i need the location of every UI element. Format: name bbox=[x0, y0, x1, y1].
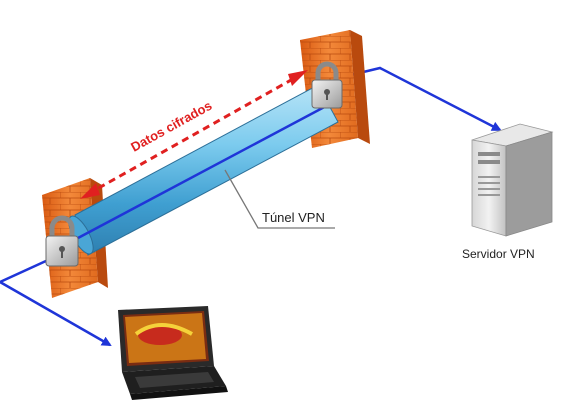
arrowhead-left-icon bbox=[80, 183, 100, 199]
server-icon bbox=[471, 123, 554, 237]
tunnel-label: Túnel VPN bbox=[262, 210, 325, 225]
padlock-right-icon bbox=[311, 61, 343, 109]
encrypted-data-arrow bbox=[80, 70, 308, 199]
arrowhead-right-icon bbox=[288, 70, 308, 86]
vpn-tunnel bbox=[68, 84, 339, 256]
laptop-icon bbox=[118, 306, 228, 400]
padlock-left-icon bbox=[45, 215, 79, 267]
tunnel-label-leader bbox=[224, 169, 335, 229]
server-label: Servidor VPN bbox=[462, 247, 535, 261]
tunnel-blue-line bbox=[77, 102, 331, 240]
